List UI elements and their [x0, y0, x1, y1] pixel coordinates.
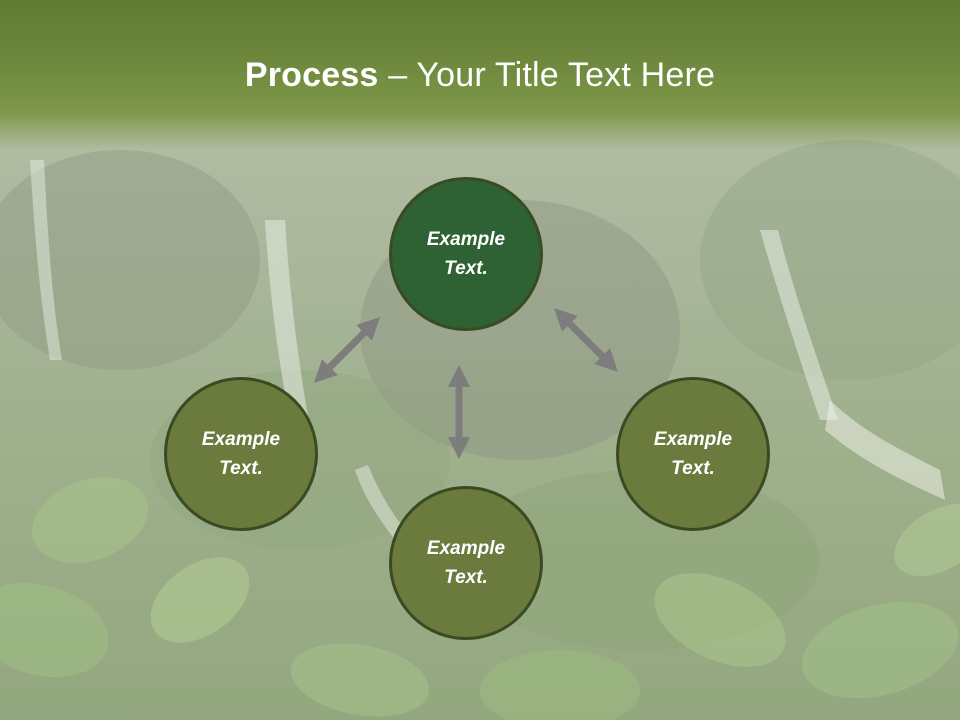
- node-left-line2: Text.: [219, 458, 263, 479]
- title-banner: [0, 0, 960, 150]
- node-bottom-line1: Example: [426, 538, 506, 559]
- title-bold: Process: [244, 56, 379, 94]
- node-left-line1: Example: [201, 429, 281, 450]
- title-text: Your Title Text Here: [416, 56, 716, 94]
- node-top-line2: Text.: [444, 258, 488, 279]
- arrow-top-left: [314, 317, 380, 383]
- node-right-line2: Text.: [671, 458, 715, 479]
- node-right-line1: Example: [653, 429, 733, 450]
- arrow-top-right: [554, 308, 618, 372]
- slide-title: Process – Your Title Text Here: [0, 52, 960, 98]
- title-separator: –: [378, 56, 417, 94]
- node-top-line1: Example: [426, 229, 506, 250]
- node-bottom-line2: Text.: [444, 567, 488, 588]
